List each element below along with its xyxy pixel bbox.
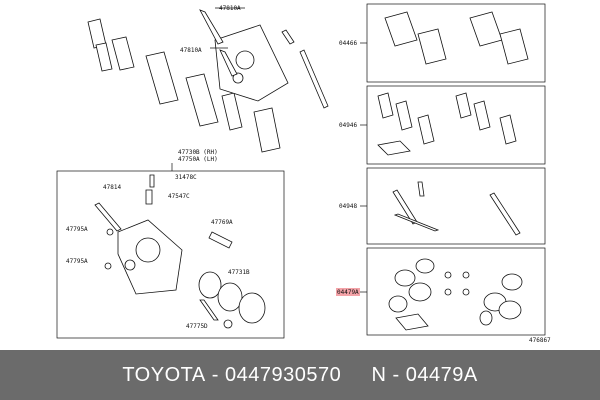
label-47795a-1: 47795A: [66, 226, 88, 233]
label-47730b: 47730B (RH): [178, 149, 218, 156]
label-04948: 04948: [339, 203, 357, 210]
highlight-04479a: [336, 288, 360, 296]
brand-name: TOYOTA: [122, 363, 206, 386]
kit-box-04479a: [366, 247, 546, 336]
caliper-assembly-box: [56, 170, 285, 339]
label-476867: 476867: [529, 337, 551, 344]
caliper-body: [94, 174, 266, 329]
label-47547c: 47547C: [168, 193, 190, 200]
label-47769a: 47769A: [211, 219, 233, 226]
label-04466: 04466: [339, 40, 357, 47]
separator-kit: N -: [341, 363, 406, 386]
label-47750a: 47750A (LH): [178, 156, 218, 163]
separator: -: [205, 363, 225, 386]
label-47795a-2: 47795A: [66, 258, 88, 265]
label-47731b: 47731B: [228, 269, 250, 276]
label-47810a-mid: 47810A: [180, 47, 202, 54]
label-47814: 47814: [103, 184, 121, 191]
brake-pads-kit: [384, 11, 529, 65]
label-47810a-top: 47810A: [219, 5, 241, 12]
seal-kit-04479a: [388, 258, 523, 331]
part-number-footer: TOYOTA - 0447930570 N - 04479A: [0, 350, 600, 400]
label-04946: 04946: [339, 122, 357, 129]
kit-number: 04479A: [405, 363, 478, 386]
label-04479a: 04479A: [337, 289, 359, 296]
anti-squeal-shim-kit: [377, 92, 517, 156]
caliper-pin-kit: [392, 181, 521, 236]
part-number: 0447930570: [224, 363, 342, 386]
label-31478c: 31478C: [175, 174, 197, 181]
caliper-bracket-top: [199, 9, 329, 109]
parts-diagram: 47810A 47810A 47730B (RH) 47750A (LH) 47…: [56, 3, 551, 344]
brake-pad-shims-top: [87, 18, 281, 153]
label-47775d: 47775D: [186, 323, 208, 330]
